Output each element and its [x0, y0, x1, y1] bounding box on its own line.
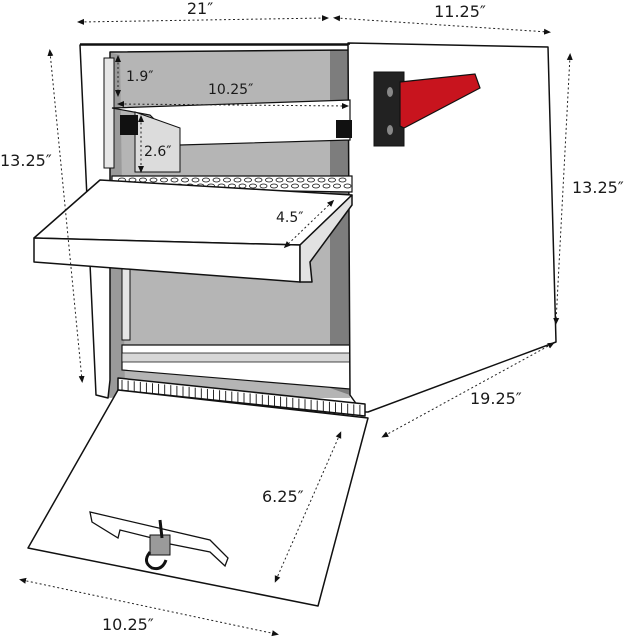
dimension-labels: 21″ 11.25″ 13.25″ 13.25″ 1.9″ 10.25″ 2.6…	[0, 0, 624, 634]
label-tray-depth: 4.5″	[276, 210, 304, 226]
grate-hole	[307, 177, 315, 183]
grate-hole	[259, 183, 268, 189]
grate-hole	[160, 177, 168, 183]
latch-lock-icon	[149, 534, 171, 556]
grate-hole	[328, 177, 336, 183]
hinge-band	[117, 377, 366, 417]
dim-line-door-width	[19, 577, 279, 637]
grate-hole	[322, 183, 331, 189]
grate-hole	[296, 177, 305, 183]
latch-hook-icon	[145, 551, 168, 571]
label-top-depth: 11.25″	[434, 2, 486, 21]
grate-hole	[317, 177, 326, 183]
dim-line-base-depth	[381, 342, 555, 438]
left-clip	[120, 115, 138, 135]
grate-hole	[312, 183, 320, 189]
grate-hole	[343, 183, 352, 189]
label-door-height: 6.25″	[262, 487, 304, 506]
grate-hole	[212, 177, 221, 183]
dim-line-top-depth	[333, 15, 551, 35]
grate-hole	[181, 177, 189, 183]
grate-hole	[338, 177, 347, 183]
grate-hole	[191, 177, 200, 183]
right-clip	[336, 120, 352, 138]
dim-line-left-height	[47, 49, 85, 383]
latch-pin	[158, 519, 164, 539]
grate-hole	[265, 177, 273, 183]
grate-hole	[280, 183, 289, 189]
label-shelf-offset: 2.6″	[144, 144, 172, 160]
grate-hole	[233, 177, 242, 183]
flag-rivet-bottom	[387, 125, 393, 135]
flag-red-blade	[399, 73, 481, 129]
grate-hole	[244, 177, 252, 183]
rod-upper	[103, 57, 115, 169]
dim-line-top-width	[77, 15, 329, 25]
dimension-lines	[19, 15, 573, 637]
grate-hole	[270, 183, 278, 189]
grate-hole	[333, 183, 341, 189]
label-inner-width: 10.25″	[208, 82, 253, 98]
grate-hole	[291, 183, 299, 189]
label-door-width: 10.25″	[102, 615, 154, 634]
dim-line-right-height	[553, 53, 573, 325]
grate-hole	[286, 177, 294, 183]
label-inner-gap: 1.9″	[126, 69, 154, 85]
floor-lip	[121, 352, 361, 363]
dim-line-tray-depth	[283, 199, 335, 249]
grate-hole	[301, 183, 310, 189]
grate-hole	[170, 177, 179, 183]
rod-lower	[121, 264, 131, 341]
label-right-height: 13.25″	[572, 178, 624, 197]
label-base-depth: 19.25″	[470, 389, 522, 408]
door-latch[interactable]	[89, 511, 229, 571]
shelf-bracket	[134, 111, 181, 173]
grate-hole	[202, 177, 210, 183]
grate-hole	[223, 177, 231, 183]
mailbox-body	[27, 42, 557, 607]
grate-hole	[254, 177, 263, 183]
grate-hole	[275, 177, 284, 183]
label-top-width: 21″	[187, 0, 213, 18]
grate-hole	[249, 183, 257, 189]
label-left-height: 13.25″	[0, 151, 52, 170]
dim-line-inner-width	[117, 101, 349, 109]
grate-hole	[149, 177, 158, 183]
flag-rivet-top	[387, 87, 393, 97]
mailbox-flag[interactable]	[373, 71, 481, 147]
hinge-ticks	[121, 380, 361, 415]
mailbox-door[interactable]	[27, 389, 369, 607]
